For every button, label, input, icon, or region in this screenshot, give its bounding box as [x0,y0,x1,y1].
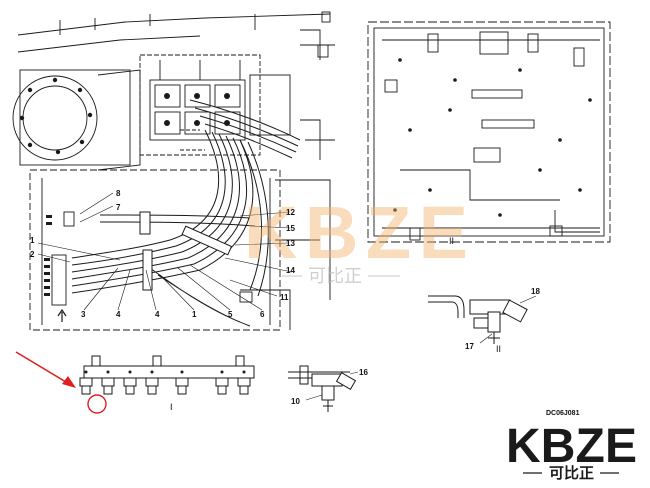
callout-label: 12 [286,208,295,217]
view-label-detail-1: I [170,402,173,412]
detail-view-1-manifold [79,355,255,395]
highlight-circle [87,394,107,414]
callout-label: 13 [286,239,295,248]
callout-label: 4 [116,310,121,319]
callout-label: 6 [260,310,265,319]
logo-text: KBZE [506,420,640,473]
watermark-subtext: 可比正 [308,266,362,286]
hydraulic-tank-panel [367,21,611,243]
callout-label: 4 [155,310,160,319]
callout-label: 18 [531,287,540,296]
logo-subtext: 可比正 [549,464,594,482]
watermark: KBZE 可比正 [244,191,474,286]
callout-label: 10 [291,397,300,406]
callout-label: 11 [280,293,289,302]
callout-label: 17 [465,342,474,351]
detail-fitting-10-16 [288,365,359,412]
callout-label: 3 [81,310,86,319]
watermark-text: KBZE [244,191,474,274]
callout-label: 16 [359,368,368,377]
callout-label: 14 [286,266,295,275]
view-label-panel: II [449,236,454,246]
callout-label: 1 [192,310,197,319]
drawing-code: DC06J081 [546,410,580,417]
callout-leaders [37,192,293,311]
kbze-logo: KBZE 可比正 [506,420,640,482]
detail-view-2-fitting [428,295,537,344]
red-pointer-arrow [15,351,76,388]
left-manifold [44,211,75,322]
callout-label: 15 [286,224,295,233]
callout-label: 8 [116,189,121,198]
control-valve-block [139,54,261,156]
view-label-detail-2: II [496,344,501,354]
hose-bundle [71,99,301,327]
callout-label: 7 [116,203,121,212]
callout-label: 2 [30,250,35,259]
callout-label: 1 [30,236,35,245]
callout-label: 5 [228,310,233,319]
machine-frame-left [12,11,335,331]
hose-clamps [139,211,233,291]
callout-numbers: 1 2 3 4 4 1 5 6 7 8 11 12 13 14 15 10 16… [30,189,540,406]
